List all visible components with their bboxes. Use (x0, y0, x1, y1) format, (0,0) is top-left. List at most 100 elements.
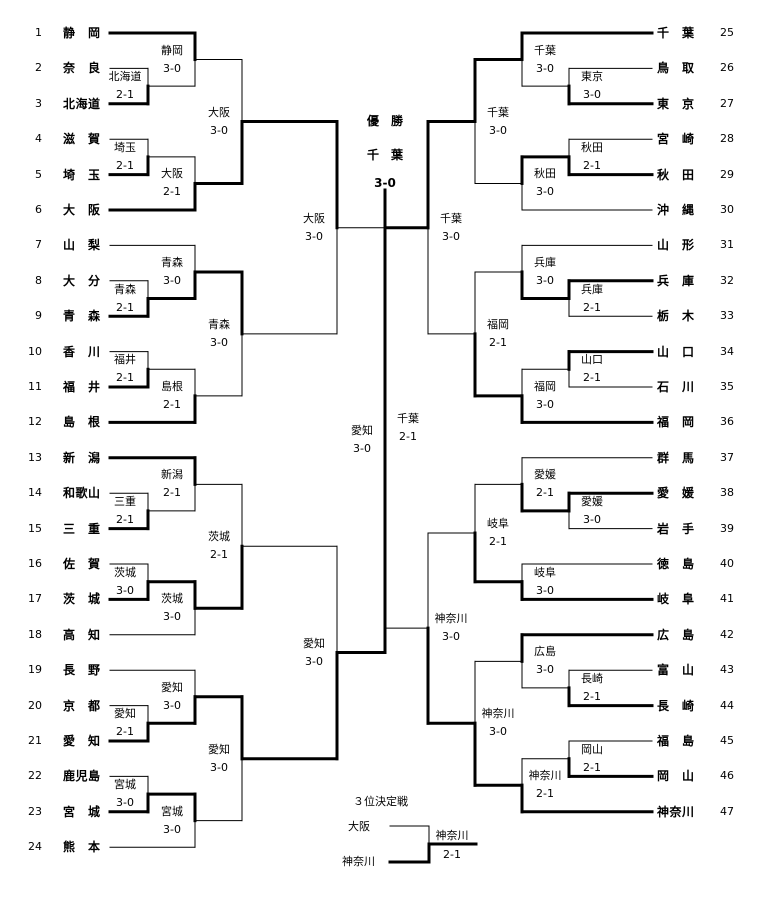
team-name: 長 野 (63, 663, 101, 678)
team-number: 32 (720, 273, 734, 287)
match-winner: 長崎 (581, 671, 603, 685)
team-name: 福 島 (657, 734, 695, 748)
team-number: 6 (35, 203, 42, 216)
match-winner: 埼玉 (114, 140, 136, 154)
match-winner: 秋田 (581, 140, 603, 154)
match-score: 3-0 (305, 654, 323, 668)
match-winner: 新潟 (161, 468, 183, 482)
team-number: 25 (720, 26, 734, 39)
team-name: 大 阪 (63, 203, 101, 217)
team-name: 山 口 (657, 344, 695, 359)
match-winner: 茨城 (114, 565, 136, 579)
match-winner: 千葉 (534, 43, 556, 57)
team-name: 岡 山 (657, 769, 695, 784)
team-number: 14 (28, 486, 42, 500)
match-score: 2-1 (536, 486, 554, 500)
team-name: 高 知 (63, 627, 101, 642)
team-name: 熊 本 (63, 840, 101, 855)
team-number: 40 (720, 557, 734, 570)
team-number: 29 (720, 167, 734, 181)
match-score: 2-1 (163, 486, 181, 500)
team-name: 岩 手 (657, 521, 695, 536)
team-number: 17 (28, 592, 42, 606)
team-number: 9 (35, 309, 42, 323)
team-number: 13 (28, 450, 42, 464)
match-score: 3-0 (536, 663, 554, 677)
team-number: 47 (720, 804, 734, 818)
team-number: 45 (720, 734, 734, 747)
third-place-score: 2-1 (443, 848, 461, 861)
match-winner: 青森 (208, 317, 230, 331)
match-winner: 愛媛 (581, 494, 603, 508)
team-name: 山 形 (657, 238, 695, 253)
match-score: 3-0 (116, 796, 134, 810)
team-name: 福 井 (63, 380, 101, 394)
team-number: 36 (720, 415, 734, 429)
team-number: 46 (720, 769, 734, 783)
team-number: 26 (720, 61, 734, 75)
team-number: 19 (28, 663, 42, 677)
match-winner: 愛知 (114, 707, 136, 721)
match-winner: 宮城 (161, 804, 183, 818)
match-score: 3-0 (305, 229, 323, 243)
match-score: 2-1 (116, 88, 134, 102)
team-number: 37 (720, 450, 734, 464)
team-name: 沖 縄 (657, 203, 695, 217)
team-name: 秋 田 (657, 167, 695, 182)
match-score: 2-1 (163, 397, 181, 411)
team-name: 徳 島 (657, 557, 695, 571)
team-name: 佐 賀 (63, 557, 101, 571)
team-number: 33 (720, 309, 734, 323)
match-score: 3-0 (163, 698, 181, 712)
match-score: 3-0 (163, 610, 181, 624)
match-winner: 大阪 (208, 105, 230, 119)
match-score: 3-0 (489, 123, 507, 137)
team-number: 12 (28, 415, 42, 429)
team-number: 15 (28, 521, 42, 535)
match-score: 2-1 (116, 512, 134, 526)
team-number: 27 (720, 96, 734, 110)
match-score: 2-1 (489, 535, 507, 549)
match-score: 2-1 (210, 548, 228, 562)
team-name: 和歌山 (63, 486, 101, 501)
team-number: 41 (720, 592, 734, 606)
match-winner: 岡山 (581, 742, 603, 756)
team-number: 8 (35, 273, 42, 287)
team-name: 千 葉 (657, 26, 695, 40)
team-number: 24 (28, 840, 42, 854)
match-score: 2-1 (116, 300, 134, 314)
team-name: 京 都 (63, 698, 101, 713)
match-winner: 兵庫 (534, 255, 556, 269)
team-name: 神奈川 (657, 804, 695, 819)
match-score: 3-0 (210, 123, 228, 137)
match-winner: 愛知 (303, 636, 325, 650)
match-winner: 茨城 (208, 530, 230, 544)
match-score: 3-0 (536, 185, 554, 199)
team-name: 群 馬 (657, 450, 695, 465)
team-name: 新 潟 (63, 450, 101, 465)
champion-name: 千 葉 (366, 148, 403, 162)
match-winner: 千葉 (440, 211, 462, 225)
team-name: 埼 玉 (63, 167, 101, 182)
third-place-title: ３位決定戦 (353, 795, 408, 808)
team-number: 22 (28, 769, 42, 783)
match-winner: 茨城 (161, 592, 183, 606)
match-winner: 青森 (161, 255, 183, 269)
match-score: 3-0 (583, 88, 601, 102)
third-place-winner: 神奈川 (435, 829, 469, 842)
match-winner: 青森 (114, 282, 136, 296)
champion-score: 3-0 (374, 176, 396, 190)
team-name: 大 分 (63, 273, 101, 288)
match-winner: 愛知 (208, 742, 230, 756)
team-name: 鳥 取 (657, 61, 695, 76)
match-score: 2-1 (163, 185, 181, 199)
team-name: 長 崎 (657, 698, 695, 713)
team-number: 20 (28, 698, 42, 712)
team-number: 2 (35, 61, 42, 75)
team-name: 茨 城 (63, 592, 101, 607)
final-title: 優 勝 (366, 114, 403, 128)
match-winner: 大阪 (161, 167, 183, 181)
team-number: 39 (720, 521, 734, 535)
team-number: 3 (35, 96, 42, 110)
